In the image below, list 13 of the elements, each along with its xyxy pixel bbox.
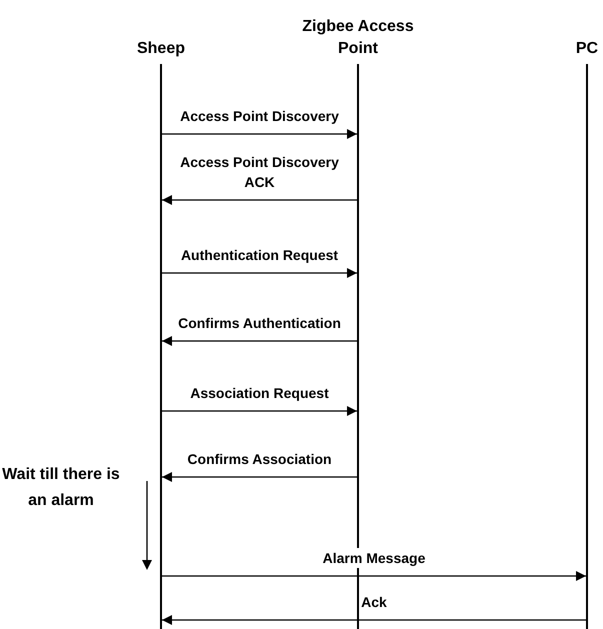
note-text: Wait till there is an alarm [2,465,120,511]
message-arrow [162,406,357,416]
message-arrow [162,336,357,346]
participant-label: PC [576,39,598,59]
participant-label: Sheep [136,39,185,59]
message-arrow [162,615,586,625]
participant-label: Zigbee Access Point [301,17,415,59]
message-arrow [162,268,357,278]
message-arrow [162,571,586,581]
edge-label: Alarm Message [322,548,426,568]
message-arrow [162,472,357,482]
message-arrow [162,129,357,139]
message-arrow [162,195,357,205]
